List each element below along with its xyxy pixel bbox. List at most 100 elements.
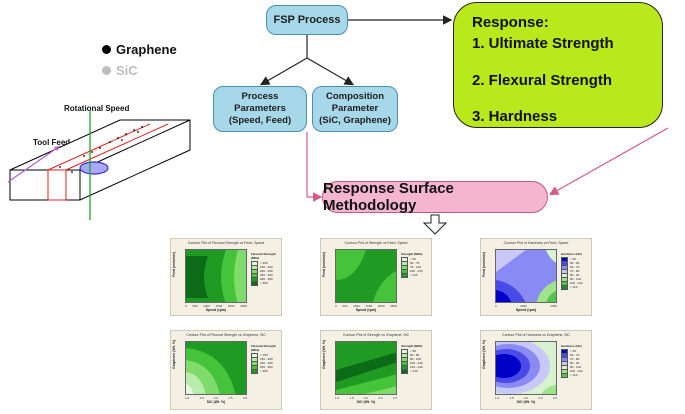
rotational-speed-label: Rotational Speed (64, 104, 130, 113)
response-item-hardness: 3. Hardness (472, 108, 558, 125)
x-tick: 3.0 (242, 396, 247, 400)
x-tick: 2500 (240, 304, 247, 308)
composition-parameter-line1: Composition (325, 91, 385, 103)
plot-title: Contour Plot of Flexural Strength vs Fee… (187, 241, 265, 245)
legend-entry: 80 - 90 (570, 273, 580, 277)
contour-plot-flexural-feed-speed: Contour Plot of Flexural Strength vs Fee… (170, 238, 282, 316)
contour-plot-strength-graphene-sic: Contour Plot of Strength vs Graphene, Si… (320, 330, 432, 410)
legend-entry: 150 - 200 (260, 265, 273, 269)
plot-legend: Hardness (HV) < 50 50 - 60 60 - 70 70 - … (561, 252, 591, 290)
plot-area (335, 341, 397, 395)
legend-entry: 100 - 125 (410, 269, 423, 273)
sic-dot-icon (102, 66, 111, 75)
plot-legend: Hardness (HV) < 60 60 - 70 70 - 80 80 - … (561, 344, 591, 378)
x-tick: 0 (185, 304, 187, 308)
plot-area (185, 249, 247, 303)
response-item-ultimate-strength: 1. Ultimate Strength (472, 35, 614, 52)
x-tick: 1000 (203, 304, 210, 308)
x-axis-label: SiC (Wt. %) (356, 400, 376, 404)
plot-area (495, 249, 557, 303)
legend-entry: < 50 (570, 257, 576, 261)
x-tick: 0 (495, 304, 497, 308)
contour-fill (336, 250, 396, 302)
response-box: Response: 1. Ultimate Strength 2. Flexur… (453, 2, 663, 128)
legend-entry: 60 - 80 (410, 353, 420, 357)
contour-fill (186, 342, 246, 394)
legend-entry: < 150 (260, 353, 268, 357)
legend-entry: 60 - 70 (570, 353, 580, 357)
x-axis-label: SiC (Wt. %) (206, 400, 226, 404)
plot-legend: Strength (MPa) < 60 60 - 80 80 - 100 100… (401, 344, 431, 374)
x-tick: 1000 (353, 304, 360, 308)
x-tick: 1000 (520, 304, 527, 308)
x-tick: 1.5 (199, 396, 204, 400)
legend-entry: 250 - 300 (260, 365, 273, 369)
fsp-process-label: FSP Process (273, 14, 341, 26)
legend-entry: 90 - 100 (570, 277, 582, 281)
contour-plot-strength-feed-speed: Contour Plot of Strength vs Feed, Speed … (320, 238, 432, 316)
x-tick: 1500 (365, 304, 373, 308)
y-axis-label: Graphene (Wt. %) (322, 339, 326, 369)
plot-title: Contour Plot of Flexural Strength vs Gra… (186, 333, 266, 337)
plot-title: Contour Plot of Hardness vs Graphene, Si… (502, 333, 570, 337)
legend-entry: 70 - 80 (570, 357, 580, 361)
flow-arrows (259, 15, 669, 235)
x-tick: 1.5 (349, 396, 354, 400)
plot-area (335, 249, 397, 303)
response-title: Response: (472, 14, 549, 31)
process-parameters-box: Process Parameters (Speed, Feed) (213, 86, 307, 132)
legend-entry: 80 - 100 (410, 357, 422, 361)
x-tick: 2.0 (523, 396, 529, 400)
x-tick: 500 (342, 304, 348, 308)
legend-entry: 200 - 250 (260, 361, 273, 365)
contour-plot-hardness-graphene-sic: Contour Plot of Hardness vs Graphene, Si… (480, 330, 592, 410)
composition-parameter-line2: Parameter (331, 103, 379, 115)
x-axis-label: Speed (rpm) (355, 308, 377, 312)
x-tick: 1.0 (185, 396, 190, 400)
legend-entry: 90 - 100 (570, 365, 582, 369)
legend-entry: > 350 (260, 281, 268, 285)
process-parameters-line2: Parameters (234, 103, 286, 115)
x-tick: 2.5 (378, 396, 383, 400)
x-tick: 0 (335, 304, 337, 308)
legend-title: Flexural Strength (MPa) (251, 344, 276, 352)
legend-entry: 150 - 200 (260, 357, 273, 361)
legend-entry: > 110 (570, 373, 578, 377)
x-tick: 500 (192, 304, 198, 308)
fsp-process-box: FSP Process (266, 5, 348, 35)
x-tick: 2.0 (363, 396, 369, 400)
x-tick: 1500 (215, 304, 223, 308)
legend-entry: > 140 (410, 369, 418, 373)
legend-entry: < 150 (260, 261, 268, 265)
x-tick: 2000 (227, 304, 235, 308)
plot-title: Contour Plot of Strength vs Feed, Speed (344, 241, 408, 245)
x-tick: 3.0 (552, 396, 557, 400)
composition-parameter-line3: (SiC, Graphene) (319, 114, 391, 126)
plot-area (495, 341, 557, 395)
legend-entry: 80 - 90 (570, 361, 580, 365)
process-parameters-line1: Process (241, 91, 279, 103)
x-tick: 2000 (377, 304, 385, 308)
legend-entry: 70 - 80 (570, 269, 580, 273)
graphene-label: Graphene (116, 42, 177, 57)
sic-legend: SiC (102, 63, 138, 78)
legend-entry: > 110 (570, 285, 578, 289)
x-axis-label: SiC (Wt. %) (516, 400, 536, 404)
x-tick: 2500 (390, 304, 397, 308)
contour-fill (186, 250, 246, 302)
tool-feed-label: Tool Feed (33, 138, 71, 147)
contour-plot-hardness-feed-speed: Contour Plot of Hardness vs Feed, Speed … (480, 238, 592, 316)
y-axis-label: Feed (mm/min) (172, 252, 176, 277)
legend-title: Hardness (HV) (561, 344, 582, 348)
response-item-flexural-strength: 2. Flexural Strength (472, 72, 613, 89)
plot-area (185, 341, 247, 395)
plot-title: Contour Plot of Strength vs Graphene, Si… (342, 333, 410, 337)
legend-entry: 300 - 350 (260, 277, 273, 281)
y-axis-label: Graphene (Wt. %) (172, 339, 176, 369)
graphene-legend: Graphene (102, 42, 177, 57)
legend-entry: 100 - 110 (570, 281, 583, 285)
x-tick: 1.0 (335, 396, 340, 400)
x-axis-label: Speed (rpm) (515, 308, 537, 312)
x-axis-label: Speed (rpm) (205, 308, 227, 312)
composition-parameter-box: Composition Parameter (SiC, Graphene) (312, 86, 398, 132)
